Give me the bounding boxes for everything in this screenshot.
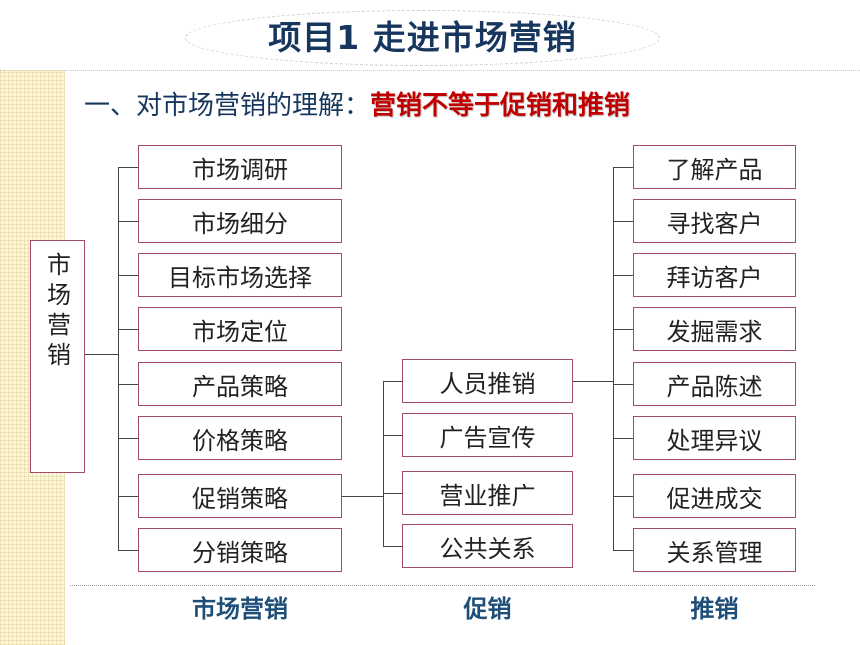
selling-item: 发掘需求	[633, 307, 796, 351]
connector-col3-branch	[613, 167, 633, 168]
marketing-item: 市场细分	[138, 199, 342, 243]
selling-item: 了解产品	[633, 145, 796, 189]
connector-root-h	[85, 354, 118, 355]
subtitle-highlight: 营销不等于促销和推销	[370, 91, 631, 121]
connector-col1-branch	[118, 384, 138, 385]
selling-item: 关系管理	[633, 528, 796, 572]
connector-selling-h	[573, 381, 614, 382]
connector-col3-branch	[613, 275, 633, 276]
selling-item: 促进成交	[633, 474, 796, 518]
promotion-item: 营业推广	[402, 471, 573, 515]
connector-col2-trunk	[383, 381, 384, 547]
marketing-item: 目标市场选择	[138, 253, 342, 297]
page-title: 项目1 走进市场营销	[268, 18, 577, 57]
subtitle: 一、对市场营销的理解：营销不等于促销和推销	[84, 86, 630, 126]
connector-col1-branch	[118, 438, 138, 439]
marketing-item: 促销策略	[138, 474, 342, 518]
connector-col1-branch	[118, 496, 138, 497]
selling-item: 处理异议	[633, 416, 796, 460]
connector-col1-branch	[118, 167, 138, 168]
connector-col3-trunk	[613, 167, 614, 551]
connector-col2-branch	[383, 435, 402, 436]
connector-col3-branch	[613, 221, 633, 222]
promotion-item: 公共关系	[402, 524, 573, 568]
connector-col3-branch	[613, 496, 633, 497]
marketing-item: 价格策略	[138, 416, 342, 460]
connector-col3-branch	[613, 329, 633, 330]
selling-item: 产品陈述	[633, 362, 796, 406]
connector-col1-branch	[118, 550, 138, 551]
subtitle-prefix: 一、对市场营销的理解：	[84, 91, 371, 121]
marketing-item: 市场定位	[138, 307, 342, 351]
connector-col3-branch	[613, 384, 633, 385]
marketing-item: 产品策略	[138, 362, 342, 406]
connector-col2-branch	[383, 493, 402, 494]
connector-col1-branch	[118, 275, 138, 276]
header-divider	[0, 70, 860, 71]
connector-col1-branch	[118, 329, 138, 330]
marketing-item: 市场调研	[138, 145, 342, 189]
selling-item: 拜访客户	[633, 253, 796, 297]
connector-col3-branch	[613, 550, 633, 551]
selling-item: 寻找客户	[633, 199, 796, 243]
promotion-item: 广告宣传	[402, 413, 573, 457]
promotion-item: 人员推销	[402, 359, 573, 403]
root-label: 市场营销	[47, 251, 71, 369]
column-label-selling: 推销	[690, 595, 739, 623]
connector-promo-h	[342, 496, 384, 497]
connector-col1-trunk	[118, 167, 119, 551]
marketing-item: 分销策略	[138, 528, 342, 572]
column-label-marketing: 市场营销	[192, 595, 288, 623]
footer-divider	[70, 585, 815, 586]
root-box	[30, 240, 85, 473]
column-label-promotion: 促销	[463, 595, 512, 623]
connector-col2-branch	[383, 381, 402, 382]
connector-col1-branch	[118, 221, 138, 222]
title-oval	[185, 10, 660, 66]
connector-col3-branch	[613, 438, 633, 439]
connector-col2-branch	[383, 546, 402, 547]
